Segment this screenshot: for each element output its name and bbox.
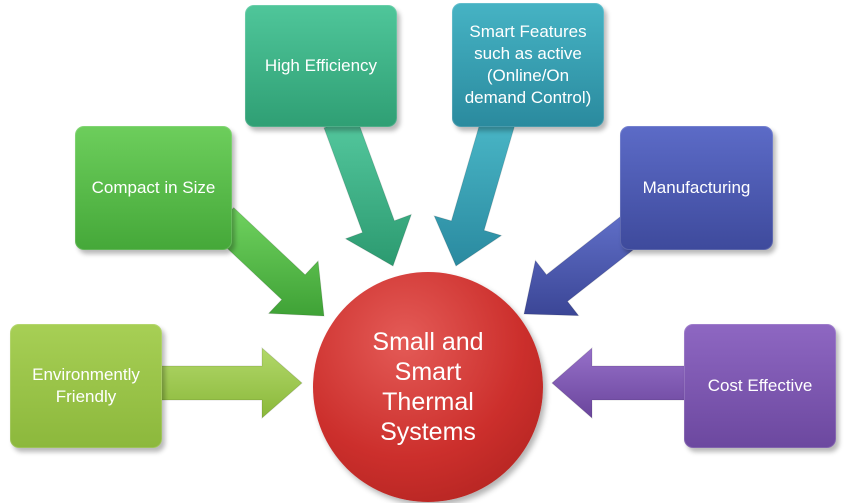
cost-effective-box: Cost Effective xyxy=(684,324,836,448)
box-line: (Online/On xyxy=(486,66,570,85)
box-line: High Efficiency xyxy=(264,56,378,75)
environmentally-friendly-box: Environmently Friendly xyxy=(10,324,162,448)
arrow-compact xyxy=(209,206,325,317)
compact-in-size-box: Compact in Size xyxy=(75,126,232,250)
box-line: such as active xyxy=(474,44,582,63)
center-circle: Small and Smart Thermal Systems xyxy=(313,272,543,502)
box-line: Environmently xyxy=(32,365,140,384)
manufacturing-box: Manufacturing xyxy=(620,126,773,250)
arrow-cost xyxy=(551,346,691,420)
arrow-efficiency xyxy=(323,115,413,267)
box-line: demand Control) xyxy=(464,88,592,107)
center-line: Systems xyxy=(380,418,476,446)
smart-features-box: Smart Features such as active (Online/On… xyxy=(452,3,604,127)
arrow-smart xyxy=(433,116,515,267)
center-line: Thermal xyxy=(382,388,474,416)
box-line: Manufacturing xyxy=(642,178,751,197)
box-line: Friendly xyxy=(55,387,117,406)
box-line: Smart Features xyxy=(469,22,587,41)
center-line: Small and xyxy=(372,328,484,356)
center-line: Smart xyxy=(394,358,462,386)
box-line: Compact in Size xyxy=(91,178,216,197)
box-line: Cost Effective xyxy=(707,376,813,395)
arrow-environment xyxy=(159,346,303,420)
high-efficiency-box: High Efficiency xyxy=(245,5,397,127)
